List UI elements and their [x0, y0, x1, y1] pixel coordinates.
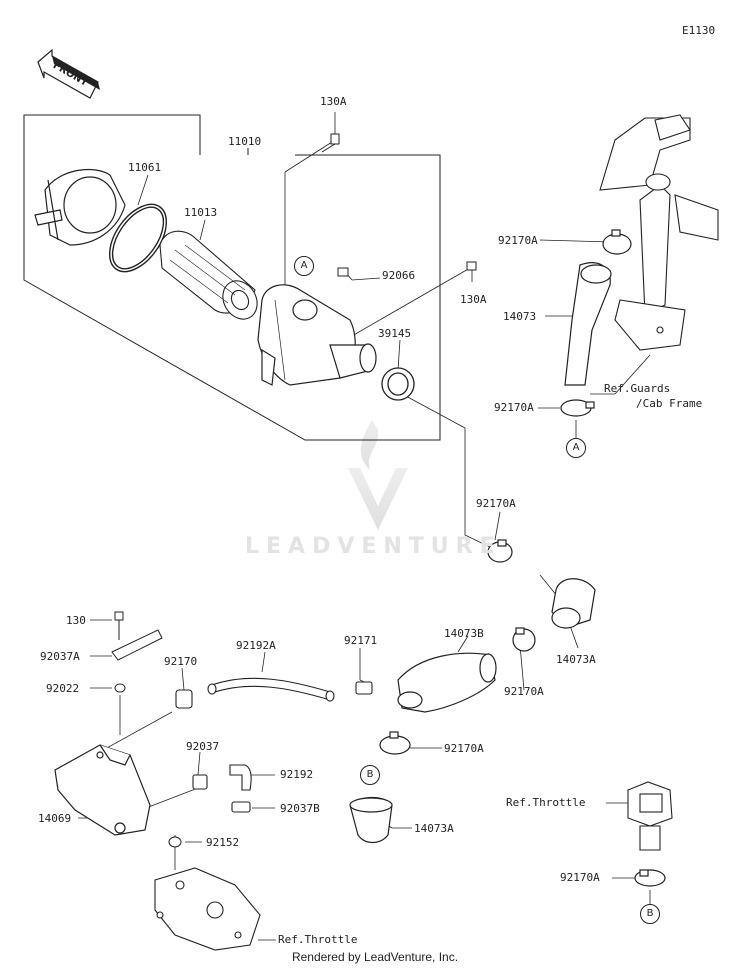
clamp-92037b: [231, 801, 251, 813]
label-14073-upper[interactable]: 14073: [503, 310, 537, 323]
label-ref-throttle-low[interactable]: Ref.Throttle: [278, 933, 358, 946]
label-11010[interactable]: 11010: [228, 135, 262, 148]
label-92037b[interactable]: 92037B: [280, 802, 320, 815]
duct-14073: [564, 262, 612, 386]
bolt-130: [114, 611, 124, 640]
throttle-right: [627, 781, 673, 851]
washer-92022: [114, 683, 126, 693]
label-92170a-mid[interactable]: 92170A: [476, 497, 516, 510]
clamp-92037: [192, 774, 208, 790]
label-11013[interactable]: 11013: [184, 206, 218, 219]
bolt-130a-right: [466, 261, 477, 271]
clamp-92170a-right-low: [634, 869, 666, 887]
label-92170a-right-low[interactable]: 92170A: [560, 871, 600, 884]
washer-92152: [168, 836, 182, 848]
bolt-130a-top: [321, 133, 340, 153]
clamp-92170a-upper: [602, 229, 632, 255]
boot-14073a-low: [349, 796, 393, 844]
clamp-92170a-b: [512, 627, 536, 652]
callout-b-mid[interactable]: B: [360, 765, 380, 785]
front-arrow: FRONT: [37, 48, 100, 99]
label-92152[interactable]: 92152: [206, 836, 240, 849]
elbow-14073a-mid: [551, 578, 596, 629]
callout-a-right[interactable]: A: [566, 438, 586, 458]
air-filter-element-11013: [159, 230, 258, 320]
label-92170a-lower-right[interactable]: 92170A: [494, 401, 534, 414]
label-92037a[interactable]: 92037A: [40, 650, 80, 663]
clamp-92170a-mid: [487, 539, 513, 563]
watermark-logo: [348, 420, 408, 530]
clamp-92170a-lower-right: [560, 399, 595, 417]
band-92037a: [111, 629, 163, 661]
bracket-14069: [54, 744, 151, 836]
label-14073a-mid[interactable]: 14073A: [556, 653, 596, 666]
callout-a-top[interactable]: A: [294, 256, 314, 276]
air-cleaner-cover: [34, 168, 126, 246]
label-ref-guards[interactable]: Ref.Guards: [604, 382, 671, 395]
diagram-code: E1130: [682, 24, 716, 37]
label-92170a-b[interactable]: 92170A: [504, 685, 544, 698]
label-39145[interactable]: 39145: [378, 327, 412, 340]
label-14069[interactable]: 14069: [38, 812, 72, 825]
hose-92192a: [207, 677, 335, 702]
label-130a-top[interactable]: 130A: [320, 95, 347, 108]
label-130[interactable]: 130: [66, 614, 86, 627]
clamp-92170: [175, 689, 193, 709]
label-92037[interactable]: 92037: [186, 740, 220, 753]
air-cleaner-case: [257, 284, 377, 386]
cab-frame: [599, 114, 719, 351]
assembly-bracket-11010: [23, 114, 441, 441]
label-92170a-c[interactable]: 92170A: [444, 742, 484, 755]
o-ring-11061: [109, 203, 167, 273]
label-14073b[interactable]: 14073B: [444, 627, 484, 640]
ring-39145: [381, 367, 415, 401]
label-ref-throttle-right[interactable]: Ref.Throttle: [506, 796, 586, 809]
label-cab-frame[interactable]: /Cab Frame: [636, 397, 703, 410]
duct-14073b: [397, 652, 497, 713]
footer-credit: Rendered by LeadVenture, Inc.: [291, 950, 459, 964]
hose-92192: [229, 764, 252, 791]
throttle-body-low: [154, 867, 261, 951]
label-92192a[interactable]: 92192A: [236, 639, 276, 652]
label-92022[interactable]: 92022: [46, 682, 80, 695]
label-14073a-low[interactable]: 14073A: [414, 822, 454, 835]
watermark-text: LEADVENTURE: [245, 534, 502, 559]
label-11061[interactable]: 11061: [128, 161, 162, 174]
label-92171[interactable]: 92171: [344, 634, 378, 647]
clip-92171: [355, 681, 373, 695]
label-130a-right[interactable]: 130A: [460, 293, 487, 306]
clamp-92170a-c: [379, 731, 411, 755]
callout-b-right[interactable]: B: [640, 904, 660, 924]
label-92170[interactable]: 92170: [164, 655, 198, 668]
label-92170a-upper[interactable]: 92170A: [498, 234, 538, 247]
bolt-92066: [337, 267, 349, 277]
label-92066[interactable]: 92066: [382, 269, 416, 282]
label-92192[interactable]: 92192: [280, 768, 314, 781]
